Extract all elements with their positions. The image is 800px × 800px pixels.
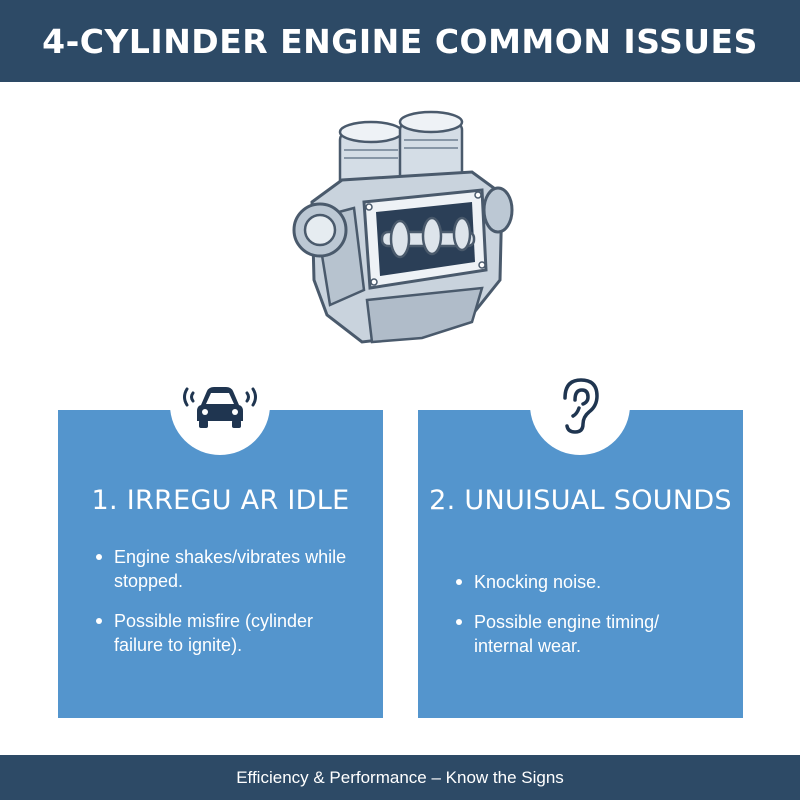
list-item: Possible misfire (cylinder failure to ig… — [96, 609, 363, 657]
header-bar: 4-CYLINDER ENGINE COMMON ISSUES — [0, 0, 800, 82]
issue-card-irregular-idle: 1. IRREGU AR IDLE Engine shakes/vibrates… — [58, 410, 383, 718]
issue-card-unusual-sounds: 2. UNUISUAL SOUNDS Knocking noise. Possi… — [418, 410, 743, 718]
issue-title: 1. IRREGU AR IDLE — [91, 485, 350, 516]
list-item: Engine shakes/vibrates while stopped. — [96, 545, 363, 593]
ear-icon — [563, 378, 599, 434]
issue-title: 2. UNUISUAL SOUNDS — [429, 485, 732, 516]
list-item: Knocking noise. — [456, 570, 723, 594]
footer-bar: Efficiency & Performance – Know the Sign… — [0, 755, 800, 800]
page-title: 4-CYLINDER ENGINE COMMON ISSUES — [42, 21, 758, 61]
issue-bullet-list: Engine shakes/vibrates while stopped. Po… — [96, 545, 363, 673]
icon-badge — [530, 355, 630, 455]
engine-icon — [292, 110, 514, 344]
list-item: Possible engine timing/ internal wear. — [456, 610, 723, 658]
car-vibration-icon — [183, 387, 257, 428]
footer-text: Efficiency & Performance – Know the Sign… — [236, 767, 564, 787]
issue-bullet-list: Knocking noise. Possible engine timing/ … — [456, 570, 723, 674]
icon-badge — [170, 355, 270, 455]
